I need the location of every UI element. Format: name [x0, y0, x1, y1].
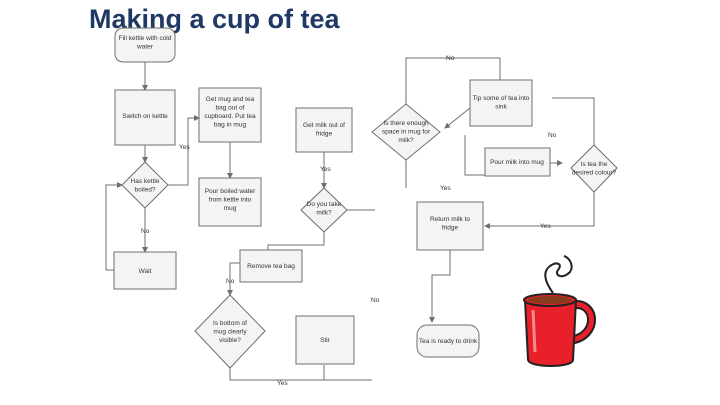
edge-tip-to-space [444, 107, 471, 129]
node-ready [416, 324, 480, 358]
node-pour-water [198, 177, 262, 227]
label-tip-tea: Tip some of tea into sink [473, 95, 530, 111]
edge-label-bottom-no: No [226, 278, 235, 285]
label-tip-tea-line: Tip some of tea into [473, 95, 530, 102]
node-kettle-boiled [121, 161, 169, 209]
edge-label-boiled-yes: Yes [179, 144, 190, 151]
edge-pourmilk-loop [464, 135, 485, 176]
edge-bottom-yes [229, 368, 372, 381]
node-fill-kettle [114, 27, 176, 63]
edge-returnmilk-to-ready [429, 250, 451, 323]
node-tip-tea [469, 79, 533, 127]
label-bottom-visible-line: Is bottom of [213, 320, 247, 327]
label-switch-kettle: Switch on kettle [122, 113, 168, 120]
label-kettle-boiled-line: boiled? [135, 187, 156, 194]
edge-colour-yes [484, 192, 595, 229]
edge-label-space-yes: Yes [440, 185, 451, 192]
label-get-mug-line: bag out of [216, 105, 245, 112]
steam-icon [544, 255, 573, 294]
node-labels: Fill kettle with cold water Switch on ket… [119, 35, 617, 345]
label-fill-kettle: Fill kettle with cold water [119, 35, 172, 51]
tea-cup-illustration [523, 255, 596, 367]
edge-label-boiled-no: No [141, 228, 150, 235]
label-bottom-visible-line: visible? [219, 337, 241, 344]
node-remove-bag [239, 249, 303, 283]
label-get-mug-line: cupboard. Put tea [204, 113, 256, 120]
label-pour-water-line: Pour boiled water [205, 188, 256, 195]
node-switch-kettle [114, 89, 176, 146]
node-pour-milk [484, 147, 551, 177]
edge-space-no-to-tip [405, 57, 503, 104]
label-tip-tea-line: sink [495, 104, 507, 111]
label-right-colour-line: Is tea the [581, 161, 608, 168]
label-fill-kettle-line: water [136, 44, 154, 51]
label-get-mug-line: Get mug and tea [206, 96, 255, 103]
edge-labels: No Yes Yes No Yes Yes No No No Yes [141, 55, 557, 387]
label-pour-water-line: mug [224, 205, 237, 212]
label-return-milk: Return milk to fridge [430, 216, 470, 232]
node-stir [295, 315, 355, 365]
label-remove-bag-line: Remove tea bag [247, 263, 295, 270]
label-ready-line: Tea is ready to drink [419, 338, 478, 345]
label-get-milk-line: Get milk out of [303, 122, 345, 129]
label-take-milk: Do you take milk? [307, 201, 342, 217]
node-enough-space [371, 103, 441, 161]
edge-label-colour-no: No [548, 132, 557, 139]
label-get-mug-line: bag in mug [214, 122, 247, 129]
label-take-milk-line: Do you take [307, 201, 342, 208]
label-pour-milk: Pour milk into mug [490, 159, 544, 166]
node-get-milk [295, 107, 353, 153]
edge-colour-no [552, 97, 595, 145]
edge-label-bottom-yes: Yes [277, 380, 288, 387]
edge-label-takemilk-no: No [371, 297, 380, 304]
mug-highlight-icon [531, 309, 537, 353]
node-take-milk [300, 187, 348, 233]
mug-body-icon [523, 299, 578, 367]
label-remove-bag: Remove tea bag [247, 263, 295, 270]
label-get-milk-line: fridge [316, 131, 333, 138]
label-kettle-boiled-line: Has kettle [131, 178, 160, 185]
edge-wait-loop [105, 182, 123, 271]
label-return-milk-line: fridge [442, 225, 459, 232]
label-right-colour-line: desired colour? [572, 170, 617, 177]
label-take-milk-line: milk? [316, 210, 332, 217]
label-enough-space-line: space in mug for [382, 129, 431, 136]
label-ready: Tea is ready to drink [419, 338, 478, 345]
edge-label-takemilk-yes: Yes [320, 166, 331, 173]
label-enough-space-line: Is there enough [383, 120, 429, 127]
mug-handle-inner-icon [571, 302, 594, 343]
label-wait-line: Wait [139, 268, 152, 275]
node-return-milk [416, 201, 484, 251]
label-switch-kettle-line: Switch on kettle [122, 113, 168, 120]
edges [105, 57, 595, 381]
label-right-colour: Is tea the desired colour? [572, 161, 617, 177]
label-get-milk: Get milk out of fridge [303, 122, 345, 138]
label-return-milk-line: Return milk to [430, 216, 470, 223]
label-kettle-boiled: Has kettle boiled? [131, 178, 160, 194]
edge-label-colour-yes: Yes [540, 223, 551, 230]
label-stir-line: Stir [320, 337, 331, 344]
label-bottom-visible-line: mug clearly [213, 329, 247, 336]
node-wait [113, 251, 177, 290]
tea-surface-icon [528, 296, 572, 304]
label-enough-space-line: milk? [398, 137, 414, 144]
label-pour-water-line: from kettle into [209, 197, 252, 204]
label-stir: Stir [320, 337, 331, 344]
label-wait: Wait [139, 268, 152, 275]
nodes [113, 27, 618, 369]
node-get-mug [198, 87, 262, 143]
edge-boiled-yes-to-getmug [168, 115, 200, 186]
edge-removebag-to-bottom [227, 262, 240, 296]
node-bottom-visible [194, 294, 266, 369]
edge-label-space-no: No [446, 55, 455, 62]
label-fill-kettle-line: Fill kettle with cold [119, 35, 172, 42]
label-pour-milk-line: Pour milk into mug [490, 159, 544, 166]
node-right-colour [570, 144, 618, 193]
